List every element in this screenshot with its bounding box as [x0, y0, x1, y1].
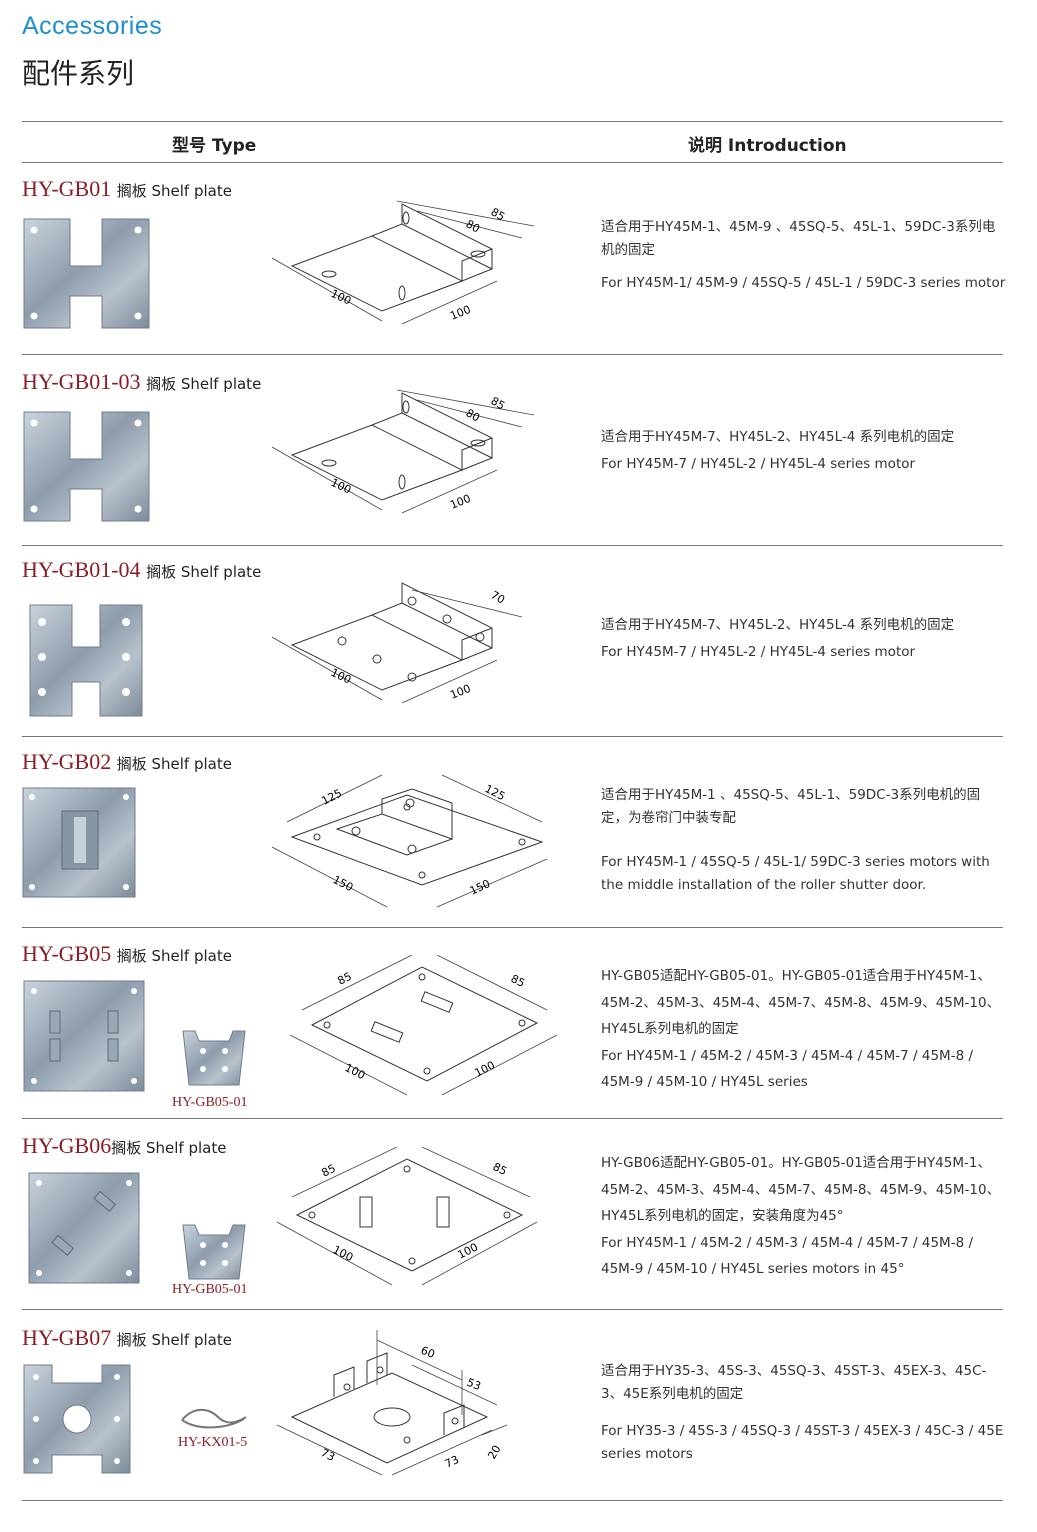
svg-text:100: 100 [448, 682, 472, 702]
product-photo [23, 980, 145, 1092]
intro-en: For HY45M-1 / 45M-2 / 45M-3 / 45M-4 / 45… [601, 1234, 973, 1278]
row-divider [22, 736, 1003, 737]
svg-text:85: 85 [489, 394, 508, 412]
intro-cn: 适合用于HY45M-1、45M-9 、45SQ-5、45L-1、59DC-3系列… [601, 219, 996, 258]
svg-text:100: 100 [331, 1243, 356, 1264]
product-introduction: HY-GB06适配HY-GB05-01。HY-GB05-01适合用于HY45M-… [601, 1150, 1006, 1283]
svg-text:80: 80 [464, 217, 483, 235]
svg-text:100: 100 [472, 1059, 497, 1080]
row-divider [22, 545, 1003, 546]
product-code: HY-GB06搁板 Shelf plate [22, 1133, 227, 1158]
svg-text:150: 150 [331, 873, 356, 894]
svg-text:100: 100 [343, 1061, 368, 1082]
dimension-drawing: 150 150 125 125 [272, 774, 548, 908]
row-divider [22, 1309, 1003, 1310]
svg-text:85: 85 [335, 970, 353, 988]
svg-text:80: 80 [464, 406, 483, 424]
dimension-drawing: 100 100 85 85 [276, 1147, 538, 1286]
intro-en: For HY45M-1/ 45M-9 / 45SQ-5 / 45L-1 / 59… [601, 275, 1006, 291]
sub-part-photo [182, 1030, 246, 1086]
svg-text:100: 100 [329, 476, 354, 497]
svg-text:100: 100 [329, 666, 354, 687]
product-code: HY-GB01-04 搁板 Shelf plate [22, 557, 262, 582]
column-header-introduction: 说明 Introduction [688, 136, 847, 156]
intro-cn: 适合用于HY45M-1 、45SQ-5、45L-1、59DC-3系列电机的固定，… [601, 787, 981, 826]
sub-part-photo [182, 1224, 246, 1280]
svg-text:85: 85 [489, 205, 508, 223]
product-photo [23, 411, 150, 522]
clip-pin-icon [181, 1408, 247, 1429]
product-photo [28, 1172, 140, 1284]
intro-cn: 适合用于HY45M-7、HY45L-2、HY45L-4 系列电机的固定 [601, 617, 955, 633]
product-code: HY-GB07 搁板 Shelf plate [22, 1325, 232, 1350]
table-top-rule [22, 121, 1003, 122]
svg-text:100: 100 [448, 492, 472, 512]
intro-en: For HY45M-7 / HY45L-2 / HY45L-4 series m… [601, 456, 916, 472]
product-introduction: 适合用于HY45M-7、HY45L-2、HY45L-4 系列电机的固定 For … [601, 614, 1006, 664]
product-photo [23, 1364, 131, 1474]
table-bottom-rule [22, 1500, 1003, 1501]
product-category: 搁板 Shelf plate [146, 563, 262, 581]
product-code: HY-GB05 搁板 Shelf plate [22, 941, 232, 966]
intro-en: For HY45M-7 / HY45L-2 / HY45L-4 series m… [601, 644, 916, 660]
dimension-drawing: 100 100 80 85 [272, 200, 535, 325]
intro-en: For HY35-3 / 45S-3 / 45SQ-3 / 45ST-3 / 4… [601, 1423, 1004, 1462]
dimension-drawing: 100 100 70 [272, 582, 523, 704]
svg-text:70: 70 [489, 588, 508, 606]
product-photo [29, 604, 143, 717]
product-photo [22, 787, 136, 898]
svg-text:73: 73 [319, 1446, 337, 1464]
product-introduction: 适合用于HY35-3、45S-3、45SQ-3、45ST-3、45EX-3、45… [601, 1360, 1006, 1466]
row-divider [22, 1118, 1003, 1119]
product-category: 搁板 Shelf plate [111, 1139, 227, 1157]
product-category: 搁板 Shelf plate [116, 755, 232, 773]
page-title-en: Accessories [22, 12, 163, 40]
header-bottom-rule [22, 162, 1003, 163]
product-introduction: 适合用于HY45M-1、45M-9 、45SQ-5、45L-1、59DC-3系列… [601, 216, 1006, 295]
column-header-type: 型号 Type [172, 136, 257, 156]
row-divider [22, 354, 1003, 355]
page-title-cn: 配件系列 [22, 57, 135, 90]
product-photo [23, 218, 150, 329]
product-category: 搁板 Shelf plate [146, 375, 262, 393]
row-divider [22, 927, 1003, 928]
svg-text:85: 85 [319, 1162, 337, 1180]
product-introduction: 适合用于HY45M-1 、45SQ-5、45L-1、59DC-3系列电机的固定，… [601, 784, 1006, 897]
intro-cn: 适合用于HY35-3、45S-3、45SQ-3、45ST-3、45EX-3、45… [601, 1363, 987, 1402]
product-introduction: 适合用于HY45M-7、HY45L-2、HY45L-4 系列电机的固定 For … [601, 426, 1006, 476]
sub-part-code: HY-GB05-01 [172, 1095, 248, 1110]
svg-text:60: 60 [419, 1344, 437, 1361]
svg-text:100: 100 [455, 1241, 480, 1262]
svg-text:150: 150 [468, 877, 493, 898]
intro-cn: HY-GB06适配HY-GB05-01。HY-GB05-01适合用于HY45M-… [601, 1155, 1001, 1224]
product-introduction: HY-GB05适配HY-GB05-01。HY-GB05-01适合用于HY45M-… [601, 963, 1006, 1096]
product-category: 搁板 Shelf plate [116, 182, 232, 200]
dimension-drawing: 60 53 20 73 73 [276, 1330, 508, 1476]
product-category: 搁板 Shelf plate [116, 1331, 232, 1349]
svg-text:100: 100 [329, 287, 354, 308]
product-code: HY-GB02 搁板 Shelf plate [22, 749, 232, 774]
product-category: 搁板 Shelf plate [116, 947, 232, 965]
svg-text:20: 20 [485, 1443, 503, 1462]
dimension-drawing: 100 100 80 85 [272, 389, 535, 514]
intro-en: For HY45M-1 / 45M-2 / 45M-3 / 45M-4 / 45… [601, 1047, 973, 1091]
svg-text:85: 85 [509, 972, 527, 990]
product-code: HY-GB01-03 搁板 Shelf plate [22, 369, 262, 394]
product-code: HY-GB01 搁板 Shelf plate [22, 176, 232, 201]
intro-cn: HY-GB05适配HY-GB05-01。HY-GB05-01适合用于HY45M-… [601, 968, 1001, 1037]
svg-text:125: 125 [319, 787, 344, 808]
svg-text:85: 85 [491, 1160, 509, 1178]
svg-text:100: 100 [448, 303, 472, 323]
sub-part-code: HY-KX01-5 [178, 1435, 248, 1450]
dimension-drawing: 100 100 85 85 [289, 955, 558, 1096]
svg-text:73: 73 [443, 1453, 461, 1471]
svg-text:53: 53 [465, 1376, 483, 1393]
sub-part-code: HY-GB05-01 [172, 1282, 248, 1297]
intro-en: For HY45M-1 / 45SQ-5 / 45L-1/ 59DC-3 ser… [601, 854, 990, 893]
intro-cn: 适合用于HY45M-7、HY45L-2、HY45L-4 系列电机的固定 [601, 429, 955, 445]
